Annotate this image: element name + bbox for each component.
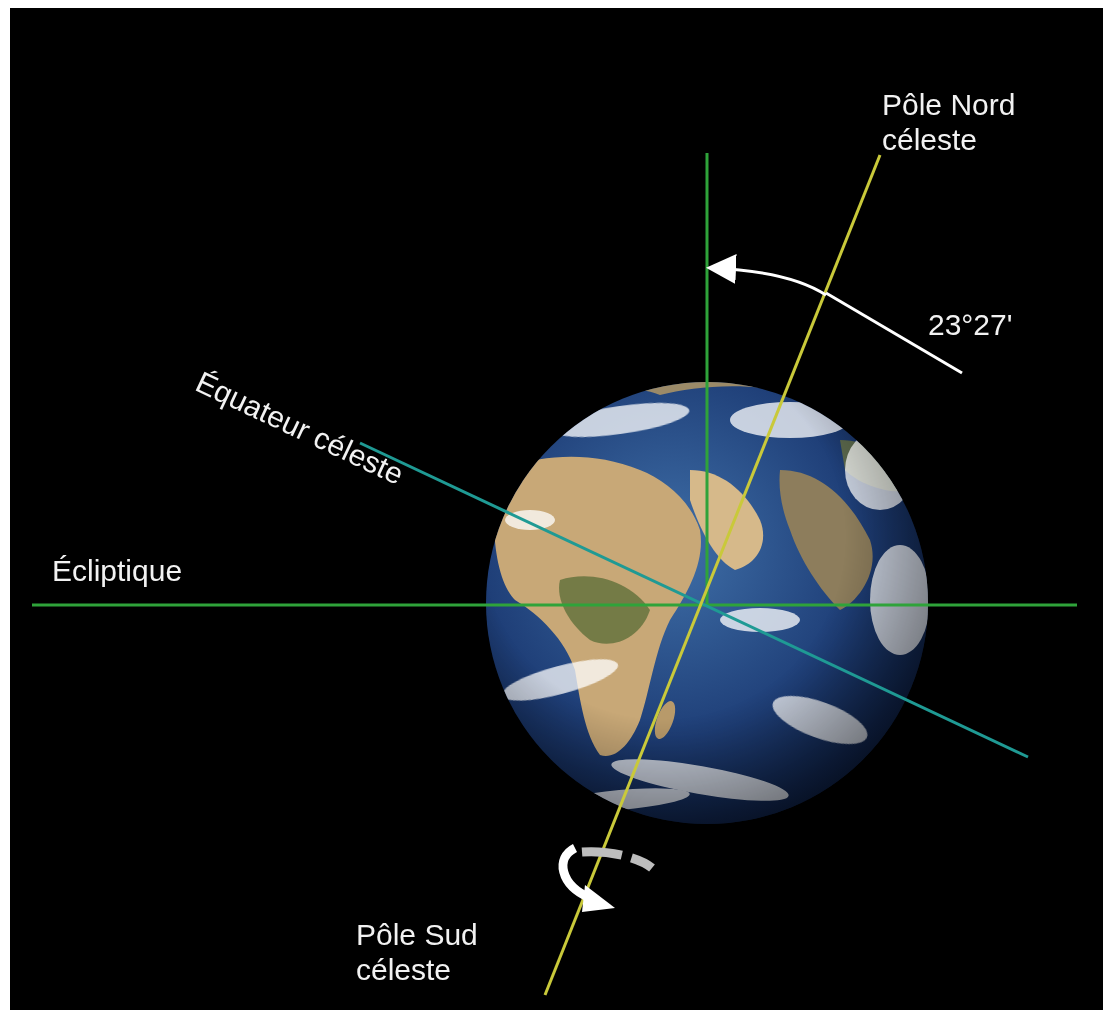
plane-label: Écliptique xyxy=(52,554,182,589)
pole-label: Pôle Sud céleste xyxy=(356,918,551,987)
ecliptic-normal xyxy=(706,153,709,605)
celestial-equator-line xyxy=(360,443,1028,757)
rotation-arrow-head xyxy=(582,885,615,912)
space-background xyxy=(10,8,1103,1010)
angle-arc xyxy=(712,268,826,295)
rotation-arrow-back xyxy=(582,852,652,868)
pole-label: Pôle Nord céleste xyxy=(882,88,1087,157)
rotation-axis xyxy=(545,155,880,995)
ecliptic-line xyxy=(32,604,1077,607)
angle-value: 23°27' xyxy=(928,308,1012,343)
plane-label: Équateur céleste xyxy=(190,365,408,492)
